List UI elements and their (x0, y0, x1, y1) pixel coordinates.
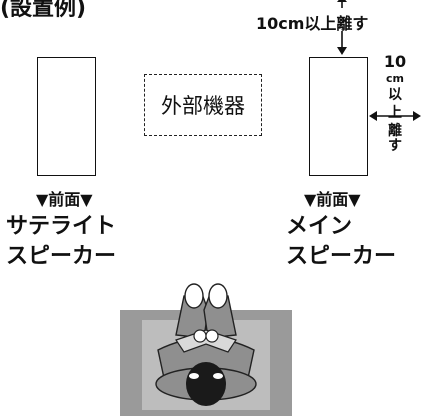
external-device-box: 外部機器 (144, 74, 262, 136)
distance-side-char4: す (388, 138, 402, 154)
arrow-left-icon (369, 111, 377, 121)
arrow-right-icon (413, 111, 421, 121)
main-speaker-box (309, 57, 368, 176)
listener-on-sofa-illustration (120, 283, 292, 416)
distance-label-top: 10cm以上離す (256, 14, 369, 33)
main-label-line2: スピーカー (286, 244, 397, 269)
main-label-line1: メイン (286, 214, 353, 239)
arrow-top (337, 0, 347, 55)
main-front-label: ▼前面▼ (304, 190, 361, 209)
distance-side-char1: 以 (388, 87, 402, 103)
distance-side-char3: 離 (388, 123, 402, 139)
hair (186, 362, 226, 406)
distance-side-number: 10 (383, 52, 407, 71)
arrow-side (369, 111, 421, 121)
satellite-label-line1: サテライト (6, 214, 117, 239)
satellite-speaker-box (37, 57, 96, 176)
distance-side-unit: cm (386, 72, 404, 85)
satellite-label-line2: スピーカー (6, 244, 117, 269)
heading: (設置例) (0, 0, 87, 21)
arrow-down-icon (337, 47, 347, 55)
satellite-front-label: ▼前面▼ (36, 190, 93, 209)
distance-label-side: 10 cm 以 上 離 す (380, 54, 410, 154)
external-device-label: 外部機器 (161, 94, 245, 118)
